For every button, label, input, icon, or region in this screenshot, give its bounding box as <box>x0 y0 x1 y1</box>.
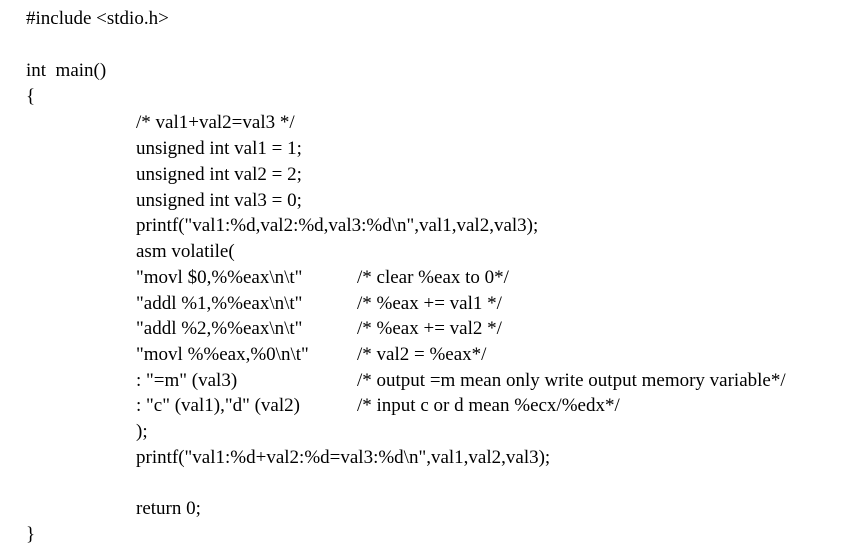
close-brace-line: } <box>26 524 36 545</box>
asm-comment-clear: /* clear %eax to 0*/ <box>357 267 509 288</box>
printf-line-after: printf("val1:%d+val2:%d=val3:%d\n",val1,… <box>136 447 551 468</box>
main-signature-line: int main() <box>26 60 107 81</box>
asm-instruction-movl-out: "movl %%eax,%0\n\t" <box>136 344 309 365</box>
asm-comment-add-val2: /* %eax += val2 */ <box>357 318 502 339</box>
asm-comment-add-val1: /* %eax += val1 */ <box>357 293 502 314</box>
asm-volatile-line: asm volatile( <box>136 241 235 262</box>
comment-line: /* val1+val2=val3 */ <box>136 112 295 133</box>
printf-line-before: printf("val1:%d,val2:%d,val3:%d\n",val1,… <box>136 215 539 236</box>
asm-instruction-movl-zero: "movl $0,%%eax\n\t" <box>136 267 303 288</box>
asm-comment-output: /* output =m mean only write output memo… <box>357 370 786 391</box>
asm-instruction-addl-1: "addl %1,%%eax\n\t" <box>136 293 303 314</box>
asm-comment-input: /* input c or d mean %ecx/%edx*/ <box>357 395 620 416</box>
asm-output-operand: : "=m" (val3) <box>136 370 238 391</box>
asm-comment-store: /* val2 = %eax*/ <box>357 344 487 365</box>
asm-close-line: ); <box>136 421 148 442</box>
declaration-line-val1: unsigned int val1 = 1; <box>136 138 302 159</box>
declaration-line-val2: unsigned int val2 = 2; <box>136 164 302 185</box>
return-line: return 0; <box>136 498 201 519</box>
include-line: #include <stdio.h> <box>26 8 169 29</box>
asm-input-operands: : "c" (val1),"d" (val2) <box>136 395 300 416</box>
asm-instruction-addl-2: "addl %2,%%eax\n\t" <box>136 318 303 339</box>
declaration-line-val3: unsigned int val3 = 0; <box>136 190 302 211</box>
open-brace-line: { <box>26 86 36 107</box>
